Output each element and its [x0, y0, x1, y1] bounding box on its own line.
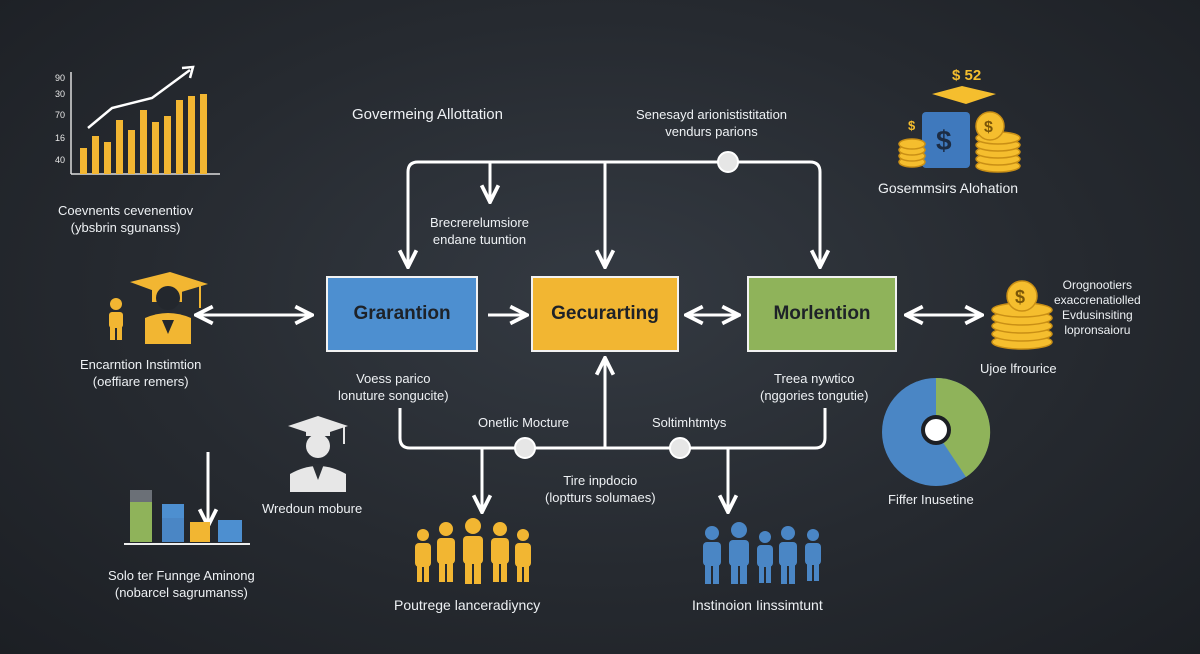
right-node-note-line-2: (nggories tongutie): [760, 388, 869, 403]
coins-caption: Ujoe lfrourice: [980, 361, 1057, 376]
people-group-yellow-icon: [415, 518, 531, 584]
lower-bar-chart-icon: [124, 490, 250, 545]
chart-tick-label: 30: [55, 89, 65, 99]
coins-list: Orognootiers exaccrenatiolled Evdusinsit…: [1054, 278, 1141, 338]
chart-tick-label: 16: [55, 133, 65, 143]
chart-tick-label: 70: [55, 110, 65, 120]
pie-caption: Fiffer Inusetine: [888, 492, 974, 507]
education-caption-line-2: (oeffiare remers): [92, 374, 189, 389]
left-node-note-line-2: lonuture songucite): [338, 388, 449, 403]
top-bus-line: [406, 160, 820, 265]
gov-description-line-1: Senesayd arionististitation: [636, 107, 788, 122]
right-node-note-line-1: Treea nywtico: [773, 371, 855, 386]
node-left[interactable]: Grarantion: [326, 276, 478, 352]
graduate-silhouette-icon: [288, 416, 348, 492]
inner-description: Brecrerelumsiore endane tuuntion: [430, 214, 529, 248]
education-caption: Encarntion Instimtion (oeffiare remers): [80, 356, 201, 390]
center-note: Tire inpdocio (loptturs solumaes): [545, 472, 656, 506]
money-caption: Gosemmsirs Alohation: [878, 180, 1019, 196]
chart-caption-line-1: Coevnents cevenentiov: [58, 203, 194, 218]
inner-description-line-2: endane tuuntion: [432, 232, 527, 247]
inner-description-line-1: Brecrerelumsiore: [430, 215, 529, 230]
lower-chart-caption-line-2: (nobarcel sagrumanss): [114, 585, 248, 600]
chart-caption-line-2: (ybsbrin sgunanss): [70, 220, 181, 235]
education-caption-line-1: Encarntion Instimtion: [80, 357, 202, 372]
coins-list-line-2: exaccrenatiolled: [1054, 293, 1141, 307]
bottom-bus-line: [398, 408, 827, 450]
pie-chart-icon: [882, 377, 991, 486]
bottom-left-junction-dot: [514, 437, 536, 459]
top-junction-dot: [717, 151, 739, 173]
growth-chart-icon: 90 30 70 16 40: [55, 65, 220, 175]
group-right-label: Instinoion Iinssimtunt: [692, 597, 823, 613]
center-note-line-2: (loptturs solumaes): [545, 490, 656, 505]
svg-text:$: $: [908, 118, 916, 133]
coins-list-line-4: lopronsaioru: [1064, 323, 1131, 337]
wredoun-label: Wredoun mobure: [262, 501, 363, 516]
svg-text:$: $: [984, 119, 993, 136]
people-group-blue-icon: [703, 522, 821, 584]
graduate-icon: [109, 272, 208, 344]
coins-list-line-3: Evdusinsiting: [1062, 308, 1133, 322]
merge-left-label: Onetlic Mocture: [478, 415, 570, 430]
gov-description-line-2: vendurs parions: [665, 124, 758, 139]
left-node-note: Voess parico lonuture songucite): [338, 370, 449, 404]
left-node-note-line-1: Voess parico: [356, 371, 431, 386]
money-amount: $ 52: [952, 67, 981, 84]
right-node-note: Treea nywtico (nggories tongutie): [760, 370, 868, 404]
merge-right-label: Soltimhtmtys: [652, 415, 727, 430]
chart-caption: Coevnents cevenentiov (ybsbrin sgunanss): [58, 202, 193, 236]
node-right[interactable]: Morlention: [747, 276, 897, 352]
bottom-right-junction-dot: [669, 437, 691, 459]
chart-tick-label: 90: [55, 73, 65, 83]
coins-list-line-1: Orognootiers: [1062, 278, 1133, 292]
node-center[interactable]: Gecurarting: [531, 276, 679, 352]
gov-description: Senesayd arionististitation vendurs pari…: [636, 106, 787, 140]
chart-tick-label: 40: [55, 155, 65, 165]
center-note-line-1: Tire inpdocio: [563, 473, 638, 488]
coin-stack-icon: $: [991, 280, 1053, 350]
governing-label: Govermeing Allottation: [352, 106, 503, 123]
group-left-label: Poutrege lanceradiyncy: [394, 597, 541, 613]
lower-chart-caption: Solo ter Funnge Aminong (nobarcel sagrum…: [108, 567, 255, 601]
svg-text:$: $: [1015, 287, 1025, 307]
svg-text:$: $: [936, 125, 952, 156]
lower-chart-caption-line-1: Solo ter Funnge Aminong: [108, 568, 255, 583]
money-stack-icon: $ 52 $ $ $: [898, 67, 1021, 173]
